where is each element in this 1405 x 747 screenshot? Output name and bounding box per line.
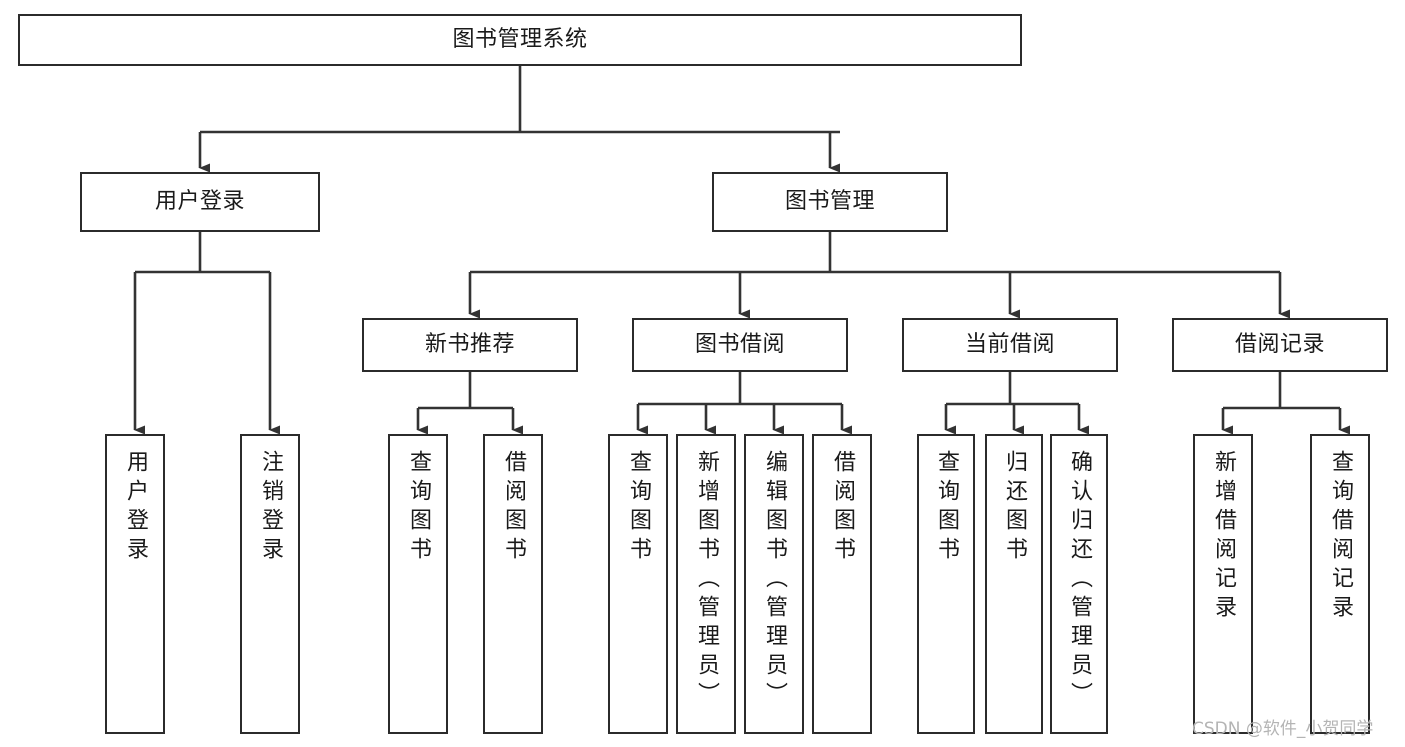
node-label: 查询图书 — [406, 450, 431, 566]
node-borrowing-record[interactable]: 借阅记录 — [1172, 318, 1388, 372]
node-label: 当前借阅 — [964, 332, 1055, 358]
leaf-query-book-current[interactable]: 查询图书 — [917, 434, 975, 734]
node-book-borrowing[interactable]: 图书借阅 — [632, 318, 848, 372]
leaf-add-book-admin[interactable]: 新增图书（管理员） — [676, 434, 736, 734]
node-label: 图书管理 — [784, 189, 875, 215]
leaf-query-book-borrowing[interactable]: 查询图书 — [608, 434, 668, 734]
leaf-add-borrowing-record[interactable]: 新增借阅记录 — [1193, 434, 1253, 734]
leaf-return-book[interactable]: 归还图书 — [985, 434, 1043, 734]
node-label: 新增借阅记录 — [1211, 450, 1236, 624]
node-current-borrowing[interactable]: 当前借阅 — [902, 318, 1118, 372]
leaf-query-book-new-rec[interactable]: 查询图书 — [388, 434, 448, 734]
leaf-borrow-book-borrowing[interactable]: 借阅图书 — [812, 434, 872, 734]
node-label: 借阅图书 — [830, 450, 855, 566]
node-user-login[interactable]: 用户登录 — [80, 172, 320, 232]
node-label: 查询借阅记录 — [1328, 450, 1353, 624]
node-label: 归还图书 — [1002, 450, 1027, 566]
node-label: 用户登录 — [123, 450, 148, 566]
node-label: 新书推荐 — [424, 332, 515, 358]
leaf-user-logout[interactable]: 注销登录 — [240, 434, 300, 734]
watermark-text: CSDN @软件_小贺同学 — [1192, 719, 1374, 739]
node-label: 编辑图书（管理员） — [762, 450, 787, 711]
node-label: 用户登录 — [154, 189, 245, 215]
node-label: 借阅记录 — [1234, 332, 1325, 358]
node-label: 图书借阅 — [694, 332, 785, 358]
node-label: 新增图书（管理员） — [694, 450, 719, 711]
node-root-book-management-system[interactable]: 图书管理系统 — [18, 14, 1022, 66]
node-label: 注销登录 — [258, 450, 283, 566]
node-label: 借阅图书 — [501, 450, 526, 566]
node-new-book-recommendation[interactable]: 新书推荐 — [362, 318, 578, 372]
leaf-user-login[interactable]: 用户登录 — [105, 434, 165, 734]
leaf-edit-book-admin[interactable]: 编辑图书（管理员） — [744, 434, 804, 734]
node-book-management[interactable]: 图书管理 — [712, 172, 948, 232]
node-label: 确认归还（管理员） — [1067, 450, 1092, 711]
leaf-confirm-return-admin[interactable]: 确认归还（管理员） — [1050, 434, 1108, 734]
node-label: 图书管理系统 — [452, 27, 588, 53]
leaf-borrow-book-new-rec[interactable]: 借阅图书 — [483, 434, 543, 734]
leaf-query-borrowing-record[interactable]: 查询借阅记录 — [1310, 434, 1370, 734]
node-label: 查询图书 — [626, 450, 651, 566]
node-label: 查询图书 — [934, 450, 959, 566]
